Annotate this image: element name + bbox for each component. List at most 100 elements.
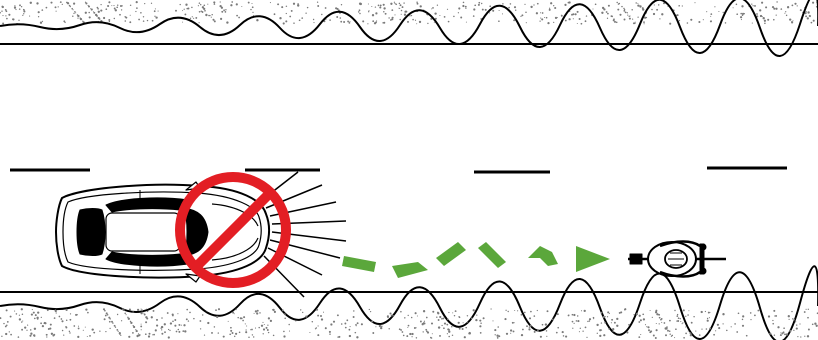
path-arrowhead [576,246,610,272]
gravel-dot [682,322,684,324]
no-symbol-icon [175,172,291,288]
gravel-dot [626,331,629,334]
gravel-dot [297,4,300,7]
gravel-dot [652,334,655,337]
gravel-dot [489,5,492,8]
gravel-dot [92,11,94,13]
gravel-dot [777,326,780,329]
gravel-dot [574,13,577,16]
gravel-dot [45,6,48,9]
gravel-dot [174,324,177,327]
gravel-dot [489,12,491,14]
gravel-dot [161,317,163,319]
gravel-dot [513,322,515,324]
gravel-dot [285,12,287,15]
gravel-dot [465,326,467,329]
gravel-dot [479,319,482,322]
gravel-dot [603,334,606,337]
gravel-dot [50,332,54,335]
gravel-dot [89,335,91,337]
gravel-dot [780,332,782,334]
gravel-dot [384,12,387,15]
gravel-dot [191,6,193,9]
path-segment [342,256,376,272]
gravel-dot [57,6,59,8]
gravel-dot [785,14,788,17]
gravel-dot [348,21,351,24]
gravel-dot [612,327,615,331]
gravel-dot [174,319,177,321]
gravel-dot [801,11,804,13]
gravel-dot [290,9,293,12]
gravel-dot [0,11,1,14]
gravel-dot [84,326,86,328]
gravel-dot [602,315,605,319]
gravel-dot [236,14,238,17]
gravel-dot [553,317,555,319]
gravel-dot [152,334,154,336]
gravel-dot [742,325,744,327]
gravel-dot [616,1,618,4]
gravel-dot [447,20,450,23]
gravel-dot [20,308,23,311]
gravel-dot [398,2,401,5]
gravel-dot [107,4,110,8]
gravel-dot [740,19,742,21]
gravel-dot [494,334,496,336]
gravel-dot [254,310,258,313]
gravel-dot [105,8,108,11]
gravel-dot [39,21,43,24]
gravel-dot [344,326,347,329]
gravel-dot [375,21,377,24]
gravel-dot [668,330,671,332]
gravel-dot [713,333,715,336]
gravel-dot [315,327,317,329]
gravel-dot [557,326,560,329]
gravel-dot [267,331,270,334]
gravel-dot [805,308,807,310]
gravel-dot [394,2,396,5]
gravel-dot [12,18,15,21]
gravel-dot [803,311,806,313]
gravel-dot [579,327,581,329]
gravel-dot [662,2,666,5]
gravel-dot [251,334,254,336]
gravel-dot [414,19,417,21]
gravel-dot [15,8,17,11]
gravel-dot [656,313,659,316]
gravel-dot [496,334,499,337]
gravel-dot [412,18,414,21]
gravel-dot [615,21,618,24]
gravel-dot [556,17,559,19]
gravel-dot [201,314,204,316]
gravel-dot [465,21,467,23]
gravel-dot [501,13,504,15]
gravel-dot [340,323,343,325]
gravel-dot [75,313,78,316]
gravel-dot [140,308,142,310]
gravel-dot [661,321,663,323]
gravel-dot [108,20,111,23]
gravel-dot [807,328,810,331]
gravel-dot [752,5,754,7]
gravel-dot [285,5,288,8]
gravel-dot [759,9,762,12]
gravel-dot [217,308,221,311]
gravel-dot [247,1,250,4]
gravel-dot [368,9,370,12]
gravel-dot [410,316,413,319]
gravel-dot [353,310,355,312]
gravel-dot [146,310,149,313]
gravel-dot [505,332,509,335]
gravel-dot [632,18,634,20]
gravel-dot [722,313,725,316]
gravel-dot [114,9,117,12]
gravel-dot [432,7,434,9]
gravel-dot [87,311,89,314]
gravel-dot [638,336,641,338]
gravel-dot [254,327,257,329]
gravel-dot [22,320,24,322]
gravel-dot [416,2,419,5]
gravel-dot [604,321,606,324]
gravel-dot [9,315,12,318]
